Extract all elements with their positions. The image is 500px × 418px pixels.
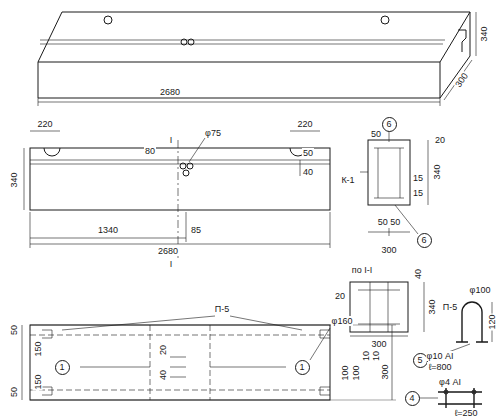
callout-circle: 6	[417, 233, 432, 248]
dimension-text: 10	[371, 350, 381, 362]
drawing-label: I	[169, 259, 174, 269]
callout-circle: 4	[405, 391, 420, 406]
dimension-text: 220	[36, 119, 53, 129]
dimension-text: 340	[9, 171, 19, 188]
callout-circle: 1	[295, 360, 310, 375]
drawing-label: ℓ=250	[453, 408, 478, 418]
dimension-text: 20	[158, 344, 168, 356]
dimension-text: 120	[487, 313, 497, 330]
dimension-text: 300	[380, 363, 390, 380]
dimension-text: 50 50	[377, 217, 402, 227]
dimension-text: 100	[351, 364, 361, 381]
drawing-label: П-5	[214, 304, 230, 314]
drawing-label: φ75	[204, 128, 222, 138]
dimension-text: 80	[144, 146, 156, 156]
dimension-text: 150	[33, 340, 43, 357]
section-i-i	[350, 282, 424, 336]
callout-number: 1	[59, 362, 64, 372]
callout-number: 5	[417, 355, 422, 365]
dimension-text: 50	[302, 148, 314, 158]
elevation-view	[24, 131, 330, 258]
dimension-text: 2680	[157, 246, 179, 256]
dimension-text: 50	[9, 386, 19, 398]
isometric-view	[38, 12, 476, 106]
drawing-label: по I-I	[351, 265, 373, 275]
dimension-text: 50	[370, 129, 382, 139]
drawing-label: I	[169, 135, 174, 145]
callout-number: 6	[421, 235, 426, 245]
dimension-text: 20	[434, 135, 446, 145]
dimension-text: 10	[361, 350, 371, 362]
callout-circle: 1	[55, 360, 70, 375]
dimension-text: 150	[33, 373, 43, 390]
dimension-text: 40	[302, 167, 314, 177]
drawing-label: ℓ=800	[427, 362, 452, 372]
drawing-label: П-5	[442, 302, 458, 312]
rebar-details	[419, 302, 492, 408]
dimension-text: 1340	[97, 225, 119, 235]
dimension-text: 15	[412, 173, 424, 183]
drawing-label: К-1	[340, 175, 355, 185]
drawing-label: φ4 АI	[438, 377, 462, 387]
dimension-text: 20	[334, 291, 346, 301]
dimension-text: 15	[412, 188, 424, 198]
callout-circle: 6	[382, 117, 397, 132]
dimension-text: 300	[453, 70, 471, 90]
dimension-text: 2680	[159, 87, 181, 97]
dimension-text: 100	[340, 364, 350, 381]
drawing-label: φ10 АI	[426, 351, 455, 361]
plan-view	[22, 316, 396, 400]
dimension-text: 50	[9, 324, 19, 336]
callout-number: 4	[409, 393, 414, 403]
callout-number: 6	[386, 119, 391, 129]
dimension-text: 40	[413, 268, 423, 280]
dimension-text: 85	[190, 225, 202, 235]
drawing-label: φ100	[469, 285, 492, 295]
callout-number: 1	[299, 362, 304, 372]
section-k1	[360, 130, 428, 236]
dimension-text: 340	[479, 25, 489, 42]
drawing-label: φ160	[331, 316, 354, 326]
dimension-text: 40	[158, 369, 168, 381]
dimension-text: 300	[380, 245, 397, 255]
dimension-text: 300	[370, 339, 387, 349]
dimension-text: 340	[427, 298, 437, 315]
dimension-text: 220	[296, 119, 313, 129]
dimension-text: 340	[432, 163, 442, 180]
